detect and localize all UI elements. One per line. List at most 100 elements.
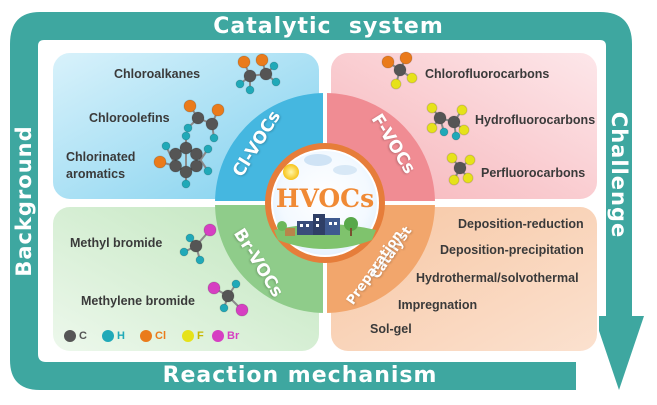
frame-title-right: Challenge (607, 111, 631, 239)
atom-h (161, 141, 171, 151)
atom-f (458, 124, 470, 136)
cl-item-chloroolefins: Chloroolefins (89, 111, 170, 125)
atom-br (203, 223, 217, 237)
challenge-arrow-head (594, 316, 644, 390)
legend-dot (212, 330, 224, 342)
atom-f (456, 104, 468, 116)
hydrofluorocarbon-molecule (426, 102, 470, 141)
atom-f (448, 174, 460, 186)
legend-label: Cl (155, 330, 166, 342)
chlorofluorocarbon-molecule (381, 51, 418, 90)
perfluorocarbon-molecule (446, 152, 476, 186)
frame-title-bottom: Reaction mechanism (162, 363, 438, 388)
prep-item-deposition-reduction: Deposition-reduction (458, 217, 584, 231)
chlorinated-aromatic-molecule (153, 131, 213, 189)
atom-h (439, 127, 449, 137)
chloroolefin-molecule (183, 99, 225, 143)
atom-h (181, 179, 191, 189)
methylene-bromide-molecule (207, 279, 249, 317)
atom-br (235, 303, 249, 317)
atom-h (203, 166, 213, 176)
atom-cl (183, 99, 197, 113)
br-item-methyl-bromide: Methyl bromide (70, 236, 163, 250)
legend-label: H (117, 330, 125, 342)
atom-h (185, 233, 195, 243)
cl-item-chlorinated: Chlorinated (66, 150, 136, 164)
atom-c (453, 161, 467, 175)
prep-item-hydrothermal: Hydrothermal/solvothermal (416, 271, 579, 285)
atom-h (451, 131, 461, 141)
atom-h (179, 247, 189, 257)
atom-h (209, 133, 219, 143)
atom-c (205, 117, 219, 131)
atom-h (231, 279, 241, 289)
atom-f (426, 122, 438, 134)
atom-c (221, 289, 235, 303)
atom-c (433, 111, 447, 125)
atom-f (462, 172, 474, 184)
prep-item-deposition-precipitation: Deposition-precipitation (440, 243, 584, 257)
atom-c (447, 115, 461, 129)
cloud-icon (304, 154, 332, 166)
atom-cl (381, 55, 395, 69)
legend-dot (182, 330, 194, 342)
legend-item-h: H (102, 330, 125, 342)
prep-item-sol-gel: Sol-gel (370, 322, 412, 336)
methyl-bromide-molecule (179, 223, 217, 265)
atom-c (243, 69, 257, 83)
atom-h (195, 255, 205, 265)
legend-dot (64, 330, 76, 342)
atom-c (189, 147, 203, 161)
atom-c (179, 141, 193, 155)
legend-item-c: C (64, 330, 87, 342)
atom-c (393, 63, 407, 77)
atom-cl (255, 53, 269, 67)
atom-c (169, 159, 183, 173)
sun-icon (283, 164, 299, 180)
br-item-methylene-bromide: Methylene bromide (81, 294, 195, 308)
legend-label: C (79, 330, 87, 342)
legend-dot (140, 330, 152, 342)
atom-h (203, 144, 213, 154)
frame-band (10, 12, 644, 390)
molecule-illustrations (153, 51, 476, 317)
legend-item-cl: Cl (140, 330, 166, 342)
frame-title-top: Catalytic system (213, 14, 444, 39)
atom-h (235, 79, 245, 89)
atom-h (245, 85, 255, 95)
f-item-chlorofluorocarbons: Chlorofluorocarbons (425, 67, 550, 81)
atom-c (189, 239, 203, 253)
legend-dot (102, 330, 114, 342)
atom-f (446, 152, 458, 164)
atom-cl (153, 155, 167, 169)
atom-f (406, 72, 418, 84)
atom-f (426, 102, 438, 114)
atom-c (191, 111, 205, 125)
atom-cl (237, 55, 251, 69)
atom-cl (399, 51, 413, 65)
legend-label: F (197, 330, 204, 342)
prep-item-impregnation: Impregnation (398, 298, 478, 312)
legend-item-br: Br (212, 330, 239, 342)
legend-item-f: F (182, 330, 204, 342)
city-buildings-icon (277, 214, 358, 236)
f-item-perfluorocarbons: Perfluorocarbons (481, 166, 586, 180)
cl-item-chloroalkanes: Chloroalkanes (114, 67, 201, 81)
atom-f (390, 78, 402, 90)
atom-h (183, 123, 193, 133)
atom-h (269, 61, 279, 71)
atom-br (207, 281, 221, 295)
atom-c (259, 67, 273, 81)
center-emblem (265, 143, 385, 263)
chloroalkane-molecule (235, 53, 281, 95)
center-title: HVOCs (275, 184, 375, 213)
f-item-hydrofluorocarbons: Hydrofluorocarbons (475, 113, 596, 127)
atom-c (179, 165, 193, 179)
legend-label: Br (227, 330, 240, 342)
atom-cl (211, 103, 225, 117)
atom-f (464, 154, 476, 166)
atom-h (271, 77, 281, 87)
atom-h (181, 131, 191, 141)
